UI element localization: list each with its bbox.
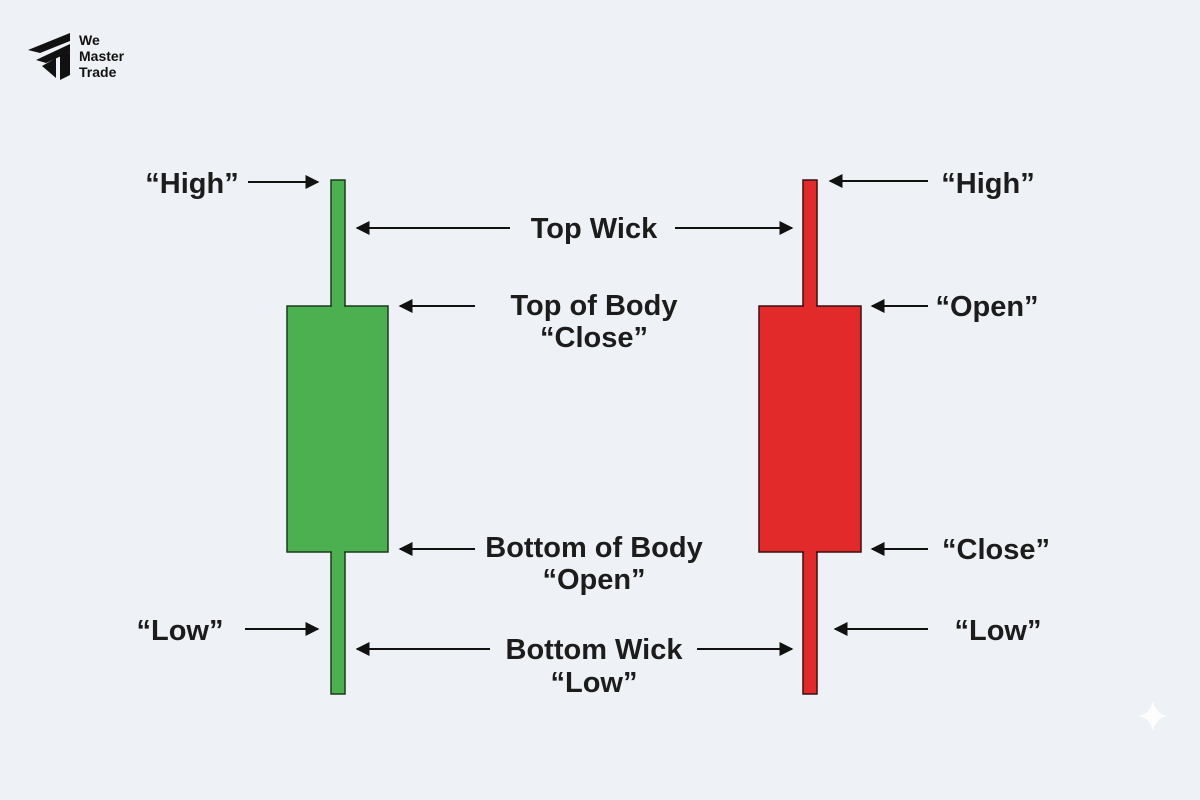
bearish-body (758, 305, 862, 553)
bullish-candle (286, 179, 389, 695)
bullish-body (286, 305, 389, 553)
logo-text-trade: Trade (79, 64, 117, 80)
arrows (245, 174, 928, 656)
bottom-wick-low-label: “Low” (551, 667, 638, 699)
logo: We Master Trade (28, 32, 125, 80)
top-of-body-label: Top of Body (511, 290, 678, 322)
top-of-body-close-label: “Close” (540, 322, 648, 354)
sparkle-icon (1138, 700, 1168, 732)
logo-text-we: We (79, 32, 100, 48)
bearish-close-label: “Close” (942, 534, 1050, 566)
logo-mark-icon (28, 33, 70, 80)
bullish-low-label: “Low” (137, 615, 224, 647)
bottom-of-body-open-label: “Open” (542, 564, 645, 596)
bearish-low-label: “Low” (955, 615, 1042, 647)
bullish-high-label: “High” (145, 168, 238, 200)
bearish-candle (758, 179, 862, 695)
logo-text-master: Master (79, 48, 125, 64)
bottom-wick-label: Bottom Wick (506, 634, 684, 666)
bearish-high-label: “High” (941, 168, 1034, 200)
bearish-open-label: “Open” (935, 291, 1038, 323)
bottom-of-body-label: Bottom of Body (485, 532, 702, 564)
top-wick-label: Top Wick (531, 213, 658, 245)
